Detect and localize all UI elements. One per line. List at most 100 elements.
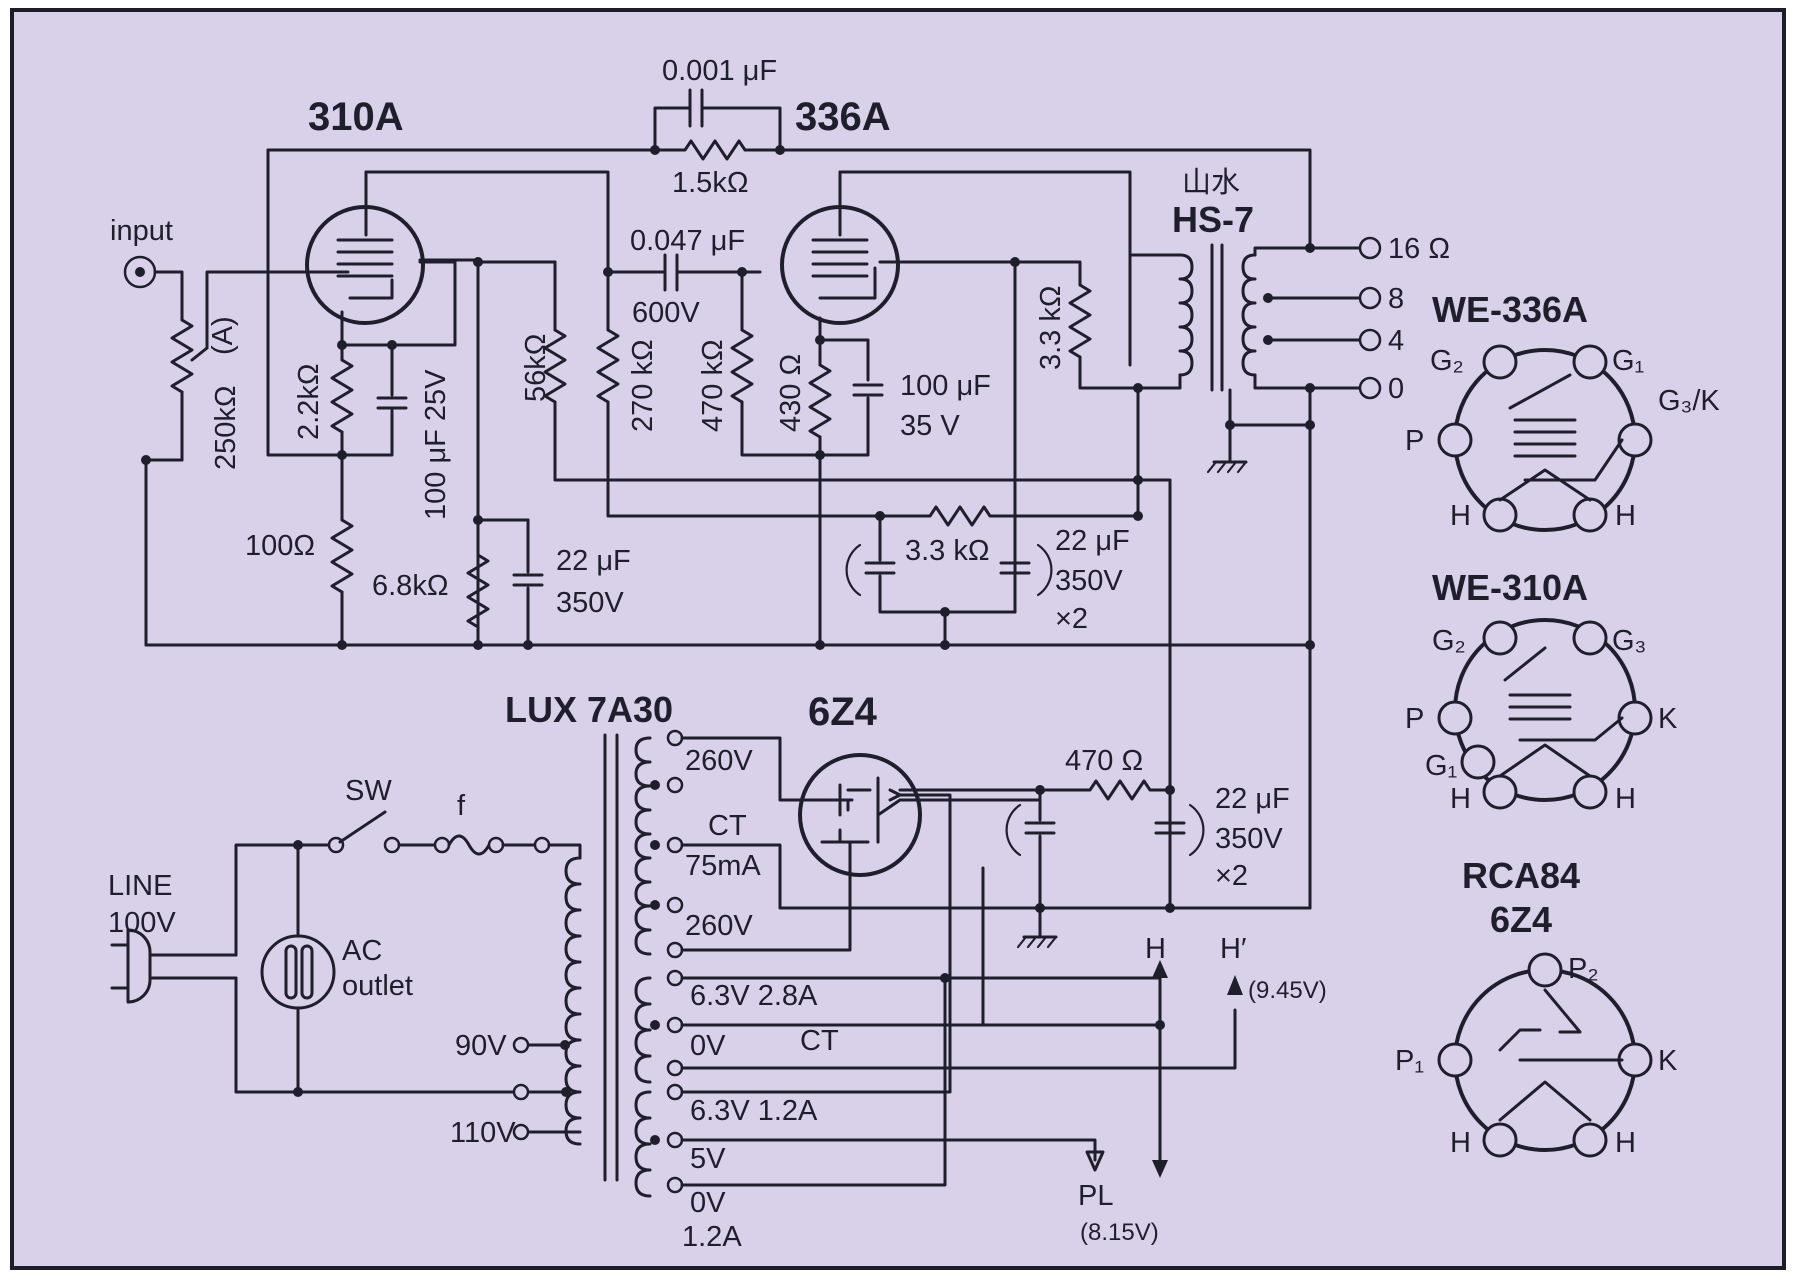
heater2-tap-1: 6.3V 1.2A <box>690 1095 818 1127</box>
tube-336a-label: 336A <box>795 95 891 139</box>
heater2-tap-3: 0V <box>690 1187 726 1219</box>
output-terminal-4[interactable] <box>1358 328 1382 352</box>
rca84-title-2: 6Z4 <box>1490 899 1552 940</box>
c22-label: 22 μF <box>556 545 631 577</box>
ptx-model: LUX 7A30 <box>505 689 673 730</box>
pot-label: 250kΩ <box>210 385 242 470</box>
rca84-title: RCA84 <box>1462 855 1580 896</box>
r100-label: 100Ω <box>245 530 315 562</box>
we310a-title: WE-310A <box>1432 567 1588 608</box>
r470k-label: 470 kΩ <box>697 339 729 432</box>
we336a-pin-h2: H <box>1615 500 1636 532</box>
tube-336a <box>780 205 900 325</box>
we336a-pin-g3k: G₃/K <box>1658 385 1720 417</box>
coupling-cap-label: 0.047 μF <box>630 225 745 257</box>
pinout-we310a <box>1437 618 1653 810</box>
tube-310a-label: 310A <box>308 95 404 139</box>
r430-label: 430 Ω <box>775 354 807 432</box>
r270k-label: 270 kΩ <box>627 339 659 432</box>
we310a-pin-k: K <box>1658 703 1678 735</box>
tap-0: 0 <box>1388 373 1404 405</box>
output-terminal-0[interactable] <box>1358 376 1382 400</box>
psu-cap-volt: 350V <box>1215 823 1283 855</box>
pot-tag: (A) <box>207 316 239 355</box>
rca84-pin-p2: P₂ <box>1568 953 1599 985</box>
fb-res-label: 1.5kΩ <box>672 167 749 199</box>
output-terminal-16[interactable] <box>1358 236 1382 260</box>
ck2-label: 100 μF <box>900 370 991 402</box>
ck1-label: 100 μF 25V <box>420 369 452 520</box>
filter-cap-count: ×2 <box>1055 603 1088 635</box>
r56k-label: 56kΩ <box>520 334 552 402</box>
psu-cap-label: 22 μF <box>1215 783 1290 815</box>
line-volt: 100V <box>108 907 176 939</box>
rk1-label: 2.2kΩ <box>293 364 325 441</box>
rca84-pin-k: K <box>1658 1045 1678 1077</box>
rca84-pin-h2: H <box>1615 1127 1636 1159</box>
input-label: input <box>110 215 173 247</box>
otx-maker: 山水 <box>1182 166 1240 199</box>
tube-310a <box>305 205 425 325</box>
primary-110v: 110V <box>450 1117 516 1149</box>
we336a-pin-h1: H <box>1450 500 1471 532</box>
pilot-volt: (8.15V) <box>1080 1219 1159 1246</box>
outlet-label-2: outlet <box>342 970 413 1002</box>
we310a-pin-h2: H <box>1615 783 1636 815</box>
tube-6z4-label: 6Z4 <box>808 690 878 734</box>
r68k-label: 6.8kΩ <box>372 570 449 602</box>
ck2v-label: 35 V <box>900 410 960 442</box>
r33k-filter-label: 3.3 kΩ <box>905 535 990 567</box>
tube-6z4 <box>798 753 922 877</box>
heater-hp-label: H′ <box>1220 933 1246 965</box>
r33k-plate-label: 3.3 kΩ <box>1035 285 1067 370</box>
hv-tap-2: 260V <box>685 910 753 942</box>
line-label: LINE <box>108 870 172 902</box>
pilot-label: PL <box>1078 1180 1113 1212</box>
c22v-label: 350V <box>556 587 624 619</box>
wiring <box>110 88 1382 1198</box>
hv-tap-ma: 75mA <box>685 850 761 882</box>
psu-cap-count: ×2 <box>1215 860 1248 892</box>
heater1-tap-1: 6.3V 2.8A <box>690 980 818 1012</box>
we336a-pin-g1: G₁ <box>1612 345 1645 377</box>
we336a-title: WE-336A <box>1432 289 1588 330</box>
fuse-label: f <box>457 790 466 822</box>
primary-90v: 90V <box>455 1030 507 1062</box>
output-terminal-8[interactable] <box>1358 286 1382 310</box>
switch-label: SW <box>345 775 392 807</box>
pinout-rca84-6z4 <box>1437 952 1653 1158</box>
tap-16: 16 Ω <box>1388 233 1450 265</box>
heater1-tap-2: 0V <box>690 1030 726 1062</box>
heater-hp-volt: (9.45V) <box>1248 977 1327 1004</box>
we310a-pin-h1: H <box>1450 783 1471 815</box>
hv-tap-1: 260V <box>685 745 753 777</box>
hv-tap-ct: CT <box>708 810 747 842</box>
fuse <box>447 834 491 856</box>
pinout-we336a <box>1437 344 1653 533</box>
otx-model: HS-7 <box>1172 199 1254 240</box>
heater-h-label: H <box>1145 933 1166 965</box>
psu-res-label: 470 Ω <box>1065 745 1143 777</box>
we310a-pin-p: P <box>1405 703 1424 735</box>
we310a-pin-g2: G₂ <box>1432 625 1466 657</box>
tap-4: 4 <box>1388 325 1404 357</box>
outlet-label-1: AC <box>342 935 382 967</box>
coupling-volt-label: 600V <box>632 297 700 329</box>
labels: 310A 336A 6Z4 0.001 μF 1.5kΩ 0.047 μF 60… <box>108 55 1720 1253</box>
heater2-current: 1.2A <box>682 1221 742 1253</box>
filter-cap-label: 22 μF <box>1055 525 1130 557</box>
tap-8: 8 <box>1388 283 1404 315</box>
rca84-pin-h1: H <box>1450 1127 1471 1159</box>
we336a-pin-g2: G₂ <box>1430 345 1464 377</box>
diagram-frame <box>10 8 1786 1270</box>
filter-cap-volt: 350V <box>1055 565 1123 597</box>
heater1-ct: CT <box>800 1025 839 1057</box>
we310a-pin-g1: G₁ <box>1425 750 1458 782</box>
fb-cap-label: 0.001 μF <box>662 55 777 87</box>
we336a-pin-p: P <box>1405 425 1424 457</box>
rca84-pin-p1: P₁ <box>1395 1045 1424 1077</box>
heater2-tap-2: 5V <box>690 1143 726 1175</box>
power-switch[interactable] <box>338 810 387 844</box>
we310a-pin-g3: G₃ <box>1612 625 1646 657</box>
